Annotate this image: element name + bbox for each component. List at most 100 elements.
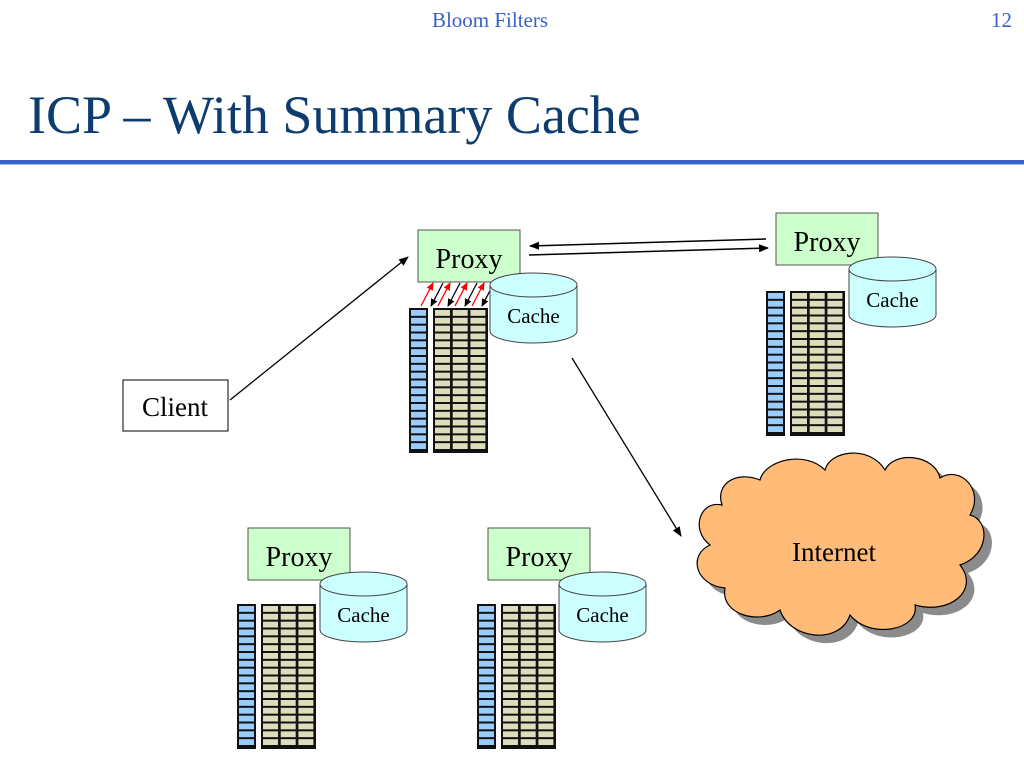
rack-cell	[792, 332, 807, 338]
rack-cell	[479, 715, 494, 722]
rack-cell	[768, 394, 783, 401]
rack-cell	[479, 660, 494, 667]
rack-cell	[435, 372, 450, 379]
rack-cell	[827, 300, 843, 307]
cache-cylinder: Cache	[558, 571, 647, 643]
proxy-label: Proxy	[436, 244, 503, 275]
rack-cell	[263, 637, 278, 644]
rack-cell	[470, 357, 486, 363]
rack-cell	[792, 426, 807, 432]
rack-cell	[503, 645, 518, 651]
rack-cell	[538, 653, 554, 659]
rack-cell	[298, 668, 314, 675]
rack-cell	[452, 325, 468, 332]
rack-cell	[470, 435, 486, 442]
rack-cell	[435, 349, 450, 355]
title-divider	[0, 160, 1024, 164]
rack-cell	[520, 606, 536, 612]
rack-cell	[280, 723, 296, 730]
rack-cell	[768, 293, 783, 299]
rack-cell	[435, 333, 450, 340]
rack-cell	[768, 347, 783, 354]
rack-cell	[263, 606, 278, 612]
rack-cell	[452, 333, 468, 340]
rack-cell	[280, 613, 296, 620]
summary-up-arrow	[454, 282, 468, 307]
rack-cell	[809, 347, 825, 354]
proxy-box	[247, 527, 351, 581]
rack-cell	[768, 363, 783, 370]
rack-cell	[827, 332, 843, 338]
rack-cell	[809, 371, 825, 378]
rack-cell	[239, 684, 254, 691]
rack-cell	[479, 645, 494, 651]
rack-cell	[452, 419, 468, 426]
rack-cell	[263, 692, 278, 698]
proxy-label: Proxy	[506, 542, 573, 573]
rack-cell	[809, 426, 825, 432]
proxy-label: Proxy	[794, 227, 861, 258]
rack-cell	[503, 700, 518, 706]
rack-cell	[827, 363, 843, 370]
rack-cell	[263, 700, 278, 706]
summary-up-arrow	[471, 282, 485, 307]
cache-label: Cache	[337, 603, 389, 627]
rack-cell	[809, 387, 825, 393]
rack-cell	[503, 692, 518, 698]
rack-cell	[298, 660, 314, 667]
rack-cell	[280, 606, 296, 612]
rack-cell	[503, 723, 518, 730]
rack-cell	[768, 371, 783, 378]
rack-cell	[280, 707, 296, 714]
rack-cell	[792, 371, 807, 378]
rack-cell	[520, 684, 536, 691]
summary-rack	[766, 291, 845, 436]
rack-cell	[520, 613, 536, 620]
cache-label: Cache	[576, 603, 628, 627]
cache-label: Cache	[507, 304, 559, 328]
rack-cell	[411, 419, 426, 426]
rack-cell	[411, 435, 426, 442]
rack-cell	[470, 443, 486, 449]
rack-cell	[239, 739, 254, 745]
rack-cell	[792, 308, 807, 315]
rack-cell	[411, 427, 426, 434]
rack-cell	[239, 637, 254, 644]
proxy-to-internet-arrow	[571, 357, 682, 537]
rack-cell	[503, 676, 518, 683]
rack-cell	[239, 621, 254, 628]
rack-cell	[538, 692, 554, 698]
rack-cell	[470, 419, 486, 426]
rack-cell	[470, 372, 486, 379]
header-title: Bloom Filters	[431, 8, 549, 32]
rack-cell	[452, 364, 468, 371]
rack-cell	[452, 357, 468, 363]
rack-cell	[538, 676, 554, 683]
rack-cell	[280, 700, 296, 706]
proxy-box	[487, 527, 591, 581]
cache-label: Cache	[866, 288, 918, 312]
rack-cell	[479, 637, 494, 644]
rack-cell	[792, 355, 807, 362]
rack-cell	[503, 606, 518, 612]
rack-cell	[520, 653, 536, 659]
client-to-proxy-arrow	[229, 256, 409, 401]
rack-cell	[792, 418, 807, 425]
rack-cell	[239, 668, 254, 675]
rack-cell	[479, 700, 494, 706]
rack-cell	[470, 427, 486, 434]
rack-cell	[827, 316, 843, 323]
rack-cell	[263, 660, 278, 667]
rack-cell	[435, 317, 450, 324]
rack-cell	[470, 349, 486, 355]
internet-cloud: Internet	[696, 452, 992, 644]
rack-cell	[768, 332, 783, 338]
internet-label: Internet	[792, 537, 876, 567]
rack-cell	[538, 739, 554, 745]
rack-cell	[792, 387, 807, 393]
rack-cell	[452, 411, 468, 418]
rack-cell	[435, 380, 450, 387]
summary-rack	[477, 604, 556, 749]
rack-cell	[411, 380, 426, 387]
rack-cell	[280, 739, 296, 745]
